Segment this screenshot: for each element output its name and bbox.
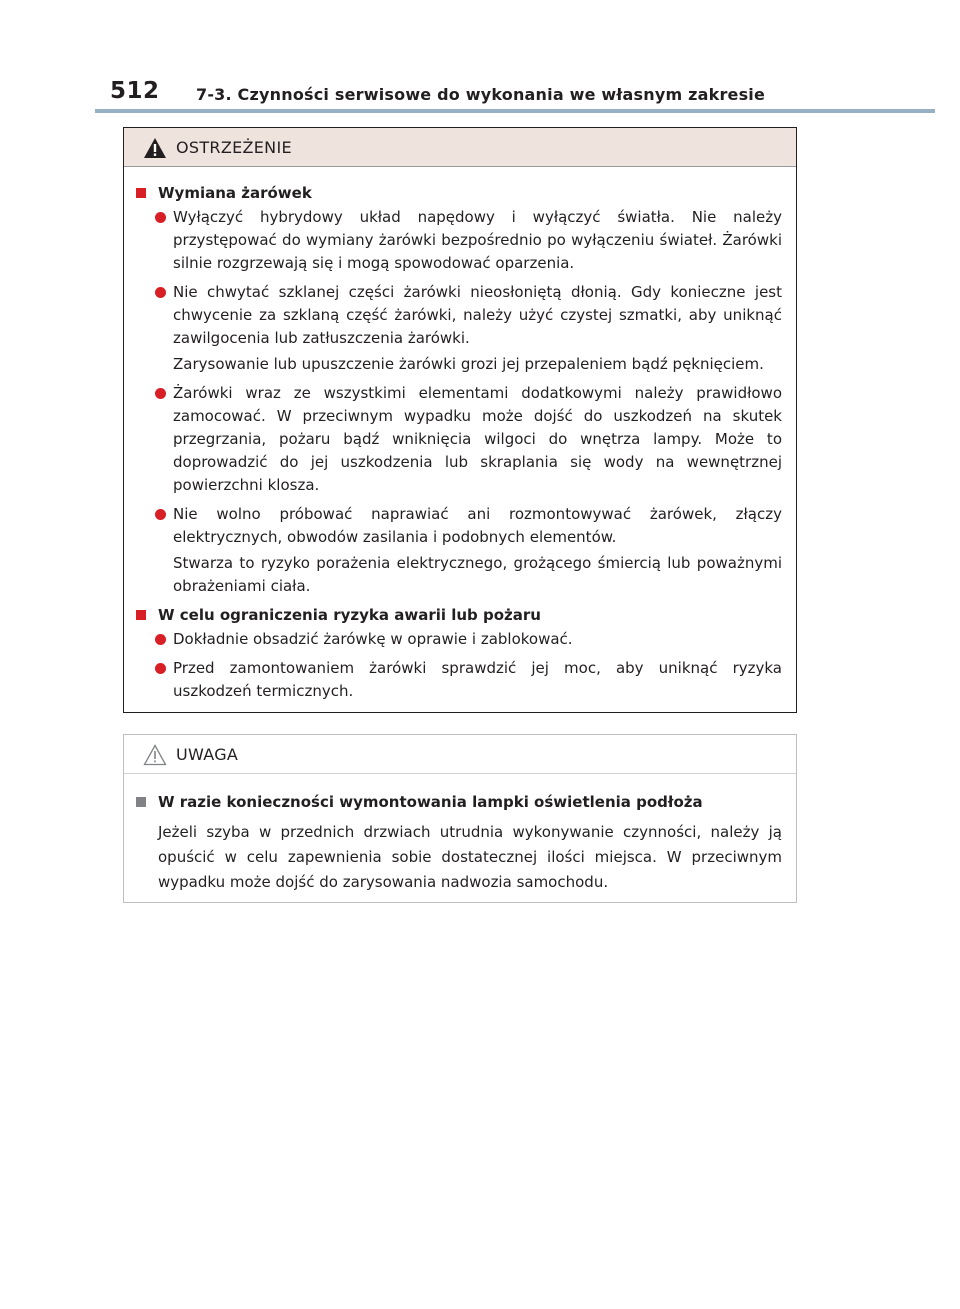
bullet-text: Zarysowanie lub upuszczenie żarówki groz… <box>173 355 764 373</box>
caution-content: W razie konieczności wymontowania lampki… <box>134 791 782 895</box>
warning-box: OSTRZEŻENIE Wymiana żarówek Wyłączyć hyb… <box>123 127 797 713</box>
bullet-text: Żarówki wraz ze wszystkimi elementami do… <box>173 384 782 494</box>
topic-heading: W celu ograniczenia ryzyka awarii lub po… <box>134 604 782 627</box>
topic-heading-text: Wymiana żarówek <box>158 184 312 202</box>
caution-title: UWAGA <box>176 745 239 764</box>
page-number: 512 <box>110 78 160 104</box>
bullet-item: Żarówki wraz ze wszystkimi elementami do… <box>134 382 782 497</box>
caution-triangle-icon <box>143 744 167 766</box>
round-bullet-icon <box>155 663 166 674</box>
warning-content: Wymiana żarówek Wyłączyć hybrydowy układ… <box>134 182 782 709</box>
bullet-item: Wyłączyć hybrydowy układ napędowy i wyłą… <box>134 206 782 275</box>
bullet-text: Przed zamontowaniem żarówki sprawdzić je… <box>173 659 782 700</box>
bullet-item: Nie wolno próbować naprawiać ani rozmont… <box>134 503 782 598</box>
bullet-text: Wyłączyć hybrydowy układ napędowy i wyłą… <box>173 208 782 272</box>
topic-heading: Wymiana żarówek <box>134 182 782 205</box>
bullet-text: Nie wolno próbować naprawiać ani rozmont… <box>173 505 782 546</box>
bullet-item: Nie chwytać szklanej części żarówki nieo… <box>134 281 782 376</box>
caution-box: UWAGA W razie konieczności wymontowania … <box>123 734 797 903</box>
caution-text: Jeżeli szyba w przednich drzwiach utrudn… <box>158 823 782 891</box>
warning-triangle-icon <box>144 138 166 158</box>
round-bullet-icon <box>155 388 166 399</box>
round-bullet-icon <box>155 212 166 223</box>
caution-header: UWAGA <box>124 735 796 774</box>
bullet-item: Przed zamontowaniem żarówki sprawdzić je… <box>134 657 782 703</box>
bullet-text: Dokładnie obsadzić żarówkę w oprawie i z… <box>173 630 573 648</box>
warning-title: OSTRZEŻENIE <box>176 138 292 157</box>
round-bullet-icon <box>155 509 166 520</box>
page-header: 512 7-3. Czynności serwisowe do wykonani… <box>95 78 935 114</box>
round-bullet-icon <box>155 287 166 298</box>
bullet-text: Nie chwytać szklanej części żarówki nieo… <box>173 283 782 347</box>
square-bullet-icon <box>136 610 146 620</box>
topic-heading-text: W celu ograniczenia ryzyka awarii lub po… <box>158 606 541 624</box>
header-rule <box>95 109 935 113</box>
warning-header: OSTRZEŻENIE <box>124 128 796 167</box>
section-title: 7-3. Czynności serwisowe do wykonania we… <box>196 85 766 104</box>
square-bullet-icon <box>136 188 146 198</box>
round-bullet-icon <box>155 634 166 645</box>
topic-heading: W razie konieczności wymontowania lampki… <box>134 791 782 814</box>
square-bullet-icon <box>136 797 146 807</box>
bullet-item: Dokładnie obsadzić żarówkę w oprawie i z… <box>134 628 782 651</box>
topic-heading-text: W razie konieczności wymontowania lampki… <box>158 793 703 811</box>
bullet-text: Stwarza to ryzyko porażenia elektryczneg… <box>173 554 782 595</box>
